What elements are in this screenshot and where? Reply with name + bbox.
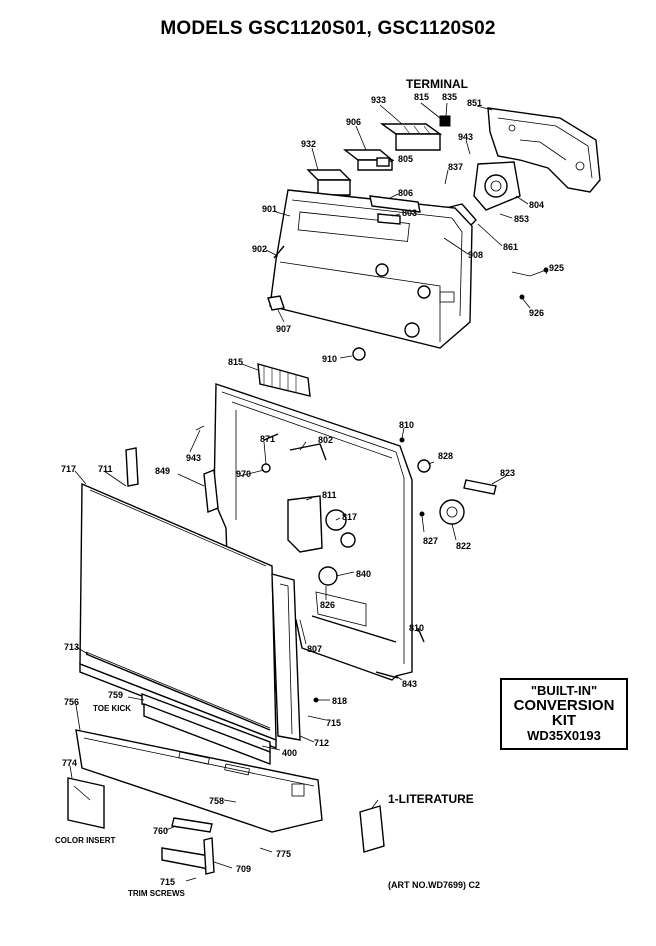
right-side-parts-drawing: [195, 425, 497, 703]
part-number: 804: [529, 200, 544, 210]
part-number: 932: [301, 139, 316, 149]
part-number: 970: [236, 469, 251, 479]
part-number: 818: [332, 696, 347, 706]
part-number: 811: [322, 490, 337, 500]
kit-line-2: CONVERSION: [513, 697, 615, 714]
part-number: 871: [260, 434, 275, 444]
part-number: 803: [402, 208, 417, 218]
part-number: 810: [399, 420, 414, 430]
part-number: 849: [155, 466, 170, 476]
part-number: 712: [314, 738, 329, 748]
part-number: 815: [228, 357, 243, 367]
part-number: 400: [282, 748, 297, 758]
part-number: 823: [500, 468, 515, 478]
part-number: 827: [423, 536, 438, 546]
timer-drawing: [425, 161, 521, 241]
part-number: 910: [322, 354, 337, 364]
side-rail-drawing: [271, 573, 301, 741]
part-number: 760: [153, 826, 168, 836]
kit-line-4: WD35X0193: [527, 728, 601, 743]
terminal-blocks-drawing: [306, 115, 451, 196]
trim-pieces-drawing: [161, 817, 215, 875]
door-liner-drawing: [213, 363, 413, 681]
leader-lines: [69, 102, 549, 882]
part-number: 853: [514, 214, 529, 224]
part-number: 717: [61, 464, 76, 474]
part-number: 943: [458, 132, 473, 142]
part-number: 709: [236, 864, 251, 874]
part-number: 711: [98, 464, 113, 474]
toe-kick-drawing: [75, 692, 323, 833]
hinge-bracket-drawing: [125, 447, 219, 513]
part-number: 817: [342, 512, 357, 522]
part-number: 943: [186, 453, 201, 463]
part-number: 840: [356, 569, 371, 579]
part-number: 925: [549, 263, 564, 273]
kit-line-1: "BUILT-IN": [530, 683, 598, 698]
part-number: 828: [438, 451, 453, 461]
part-number: 902: [252, 244, 267, 254]
part-number: 837: [448, 162, 463, 172]
part-number: 758: [209, 796, 224, 806]
literature-drawing: [359, 805, 385, 853]
part-number: 774: [62, 758, 77, 768]
part-number: 775: [276, 849, 291, 859]
part-number: 810: [409, 623, 424, 633]
part-number: 907: [276, 324, 291, 334]
part-number: 843: [402, 679, 417, 689]
part-number: 815: [414, 92, 429, 102]
art-number: (ART NO.WD7699) C2: [388, 880, 481, 890]
part-number: 805: [398, 154, 413, 164]
part-number: 756: [64, 697, 79, 707]
trim-screws-label: TRIM SCREWS: [128, 889, 185, 898]
part-number: 806: [398, 188, 413, 198]
terminal-label: TERMINAL: [406, 77, 468, 91]
part-number: 906: [346, 117, 361, 127]
toe-kick-label: TOE KICK: [93, 704, 132, 713]
terminal-cover-drawing: [487, 107, 601, 193]
part-number: 822: [456, 541, 471, 551]
part-number: 807: [307, 644, 322, 654]
part-number: 851: [467, 98, 482, 108]
part-number: 835: [442, 92, 457, 102]
part-number: 715: [160, 877, 175, 887]
part-number: 926: [529, 308, 544, 318]
literature-label: 1-LITERATURE: [388, 792, 474, 806]
part-number: 901: [262, 204, 277, 214]
kit-line-3: KIT: [551, 712, 577, 729]
part-number: 908: [468, 250, 483, 260]
color-insert-label: COLOR INSERT: [55, 836, 116, 845]
color-insert-drawing: [67, 777, 105, 829]
part-number: 802: [318, 435, 333, 445]
part-number: 713: [64, 642, 79, 652]
part-number: 759: [108, 690, 123, 700]
part-number: 933: [371, 95, 386, 105]
part-number: 715: [326, 718, 341, 728]
page-title: MODELS GSC1120S01, GSC1120S02: [160, 18, 496, 39]
conversion-kit-box: "BUILT-IN" CONVERSION KIT WD35X0193: [500, 678, 628, 750]
part-number-labels: 815 835 851 933 906 943 932 805 837 806 …: [61, 92, 564, 887]
control-panel-drawing: [267, 189, 549, 361]
part-number: 826: [320, 600, 335, 610]
part-number: 861: [503, 242, 518, 252]
